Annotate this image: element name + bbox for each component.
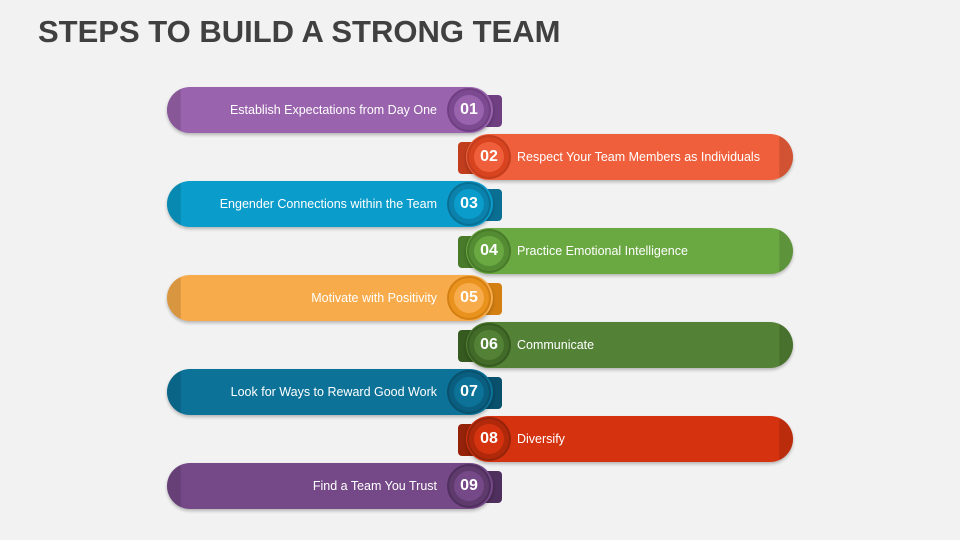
step-number: 05 [454, 283, 484, 313]
step-pill: Find a Team You Trust [167, 463, 493, 509]
step-pill: Establish Expectations from Day One [167, 87, 493, 133]
step-label: Find a Team You Trust [312, 479, 437, 493]
step-09: Find a Team You Trust 09 [167, 463, 502, 509]
step-06: Communicate 06 [458, 322, 793, 368]
step-number-badge: 05 [449, 278, 489, 318]
step-label: Establish Expectations from Day One [229, 103, 437, 117]
step-label: Diversify [517, 432, 565, 446]
step-pill: Motivate with Positivity [167, 275, 493, 321]
step-number-badge: 06 [469, 325, 509, 365]
step-label: Respect Your Team Members as Individuals [517, 150, 760, 164]
step-number: 02 [474, 142, 504, 172]
step-number-badge: 09 [449, 466, 489, 506]
step-number: 04 [474, 236, 504, 266]
step-label: Communicate [517, 338, 595, 352]
step-number: 07 [454, 377, 484, 407]
step-label: Practice Emotional Intelligence [517, 244, 688, 258]
step-number-badge: 07 [449, 372, 489, 412]
step-number: 08 [474, 424, 504, 454]
step-number-badge: 04 [469, 231, 509, 271]
step-07: Look for Ways to Reward Good Work 07 [167, 369, 502, 415]
step-number-badge: 03 [449, 184, 489, 224]
step-number-badge: 01 [449, 90, 489, 130]
step-pill: Practice Emotional Intelligence [466, 228, 793, 274]
step-number-badge: 08 [469, 419, 509, 459]
step-pill: Look for Ways to Reward Good Work [167, 369, 493, 415]
step-04: Practice Emotional Intelligence 04 [458, 228, 793, 274]
step-pill: Diversify [466, 416, 793, 462]
step-01: Establish Expectations from Day One 01 [167, 87, 502, 133]
step-02: Respect Your Team Members as Individuals… [458, 134, 793, 180]
step-label: Engender Connections within the Team [219, 197, 437, 211]
step-number-badge: 02 [469, 137, 509, 177]
step-05: Motivate with Positivity 05 [167, 275, 502, 321]
step-number: 09 [454, 471, 484, 501]
page-title: STEPS TO BUILD A STRONG TEAM [38, 14, 561, 49]
step-03: Engender Connections within the Team 03 [167, 181, 502, 227]
step-number: 03 [454, 189, 484, 219]
step-label: Look for Ways to Reward Good Work [230, 385, 437, 399]
step-number: 06 [474, 330, 504, 360]
step-pill: Respect Your Team Members as Individuals [466, 134, 793, 180]
step-pill: Engender Connections within the Team [167, 181, 493, 227]
step-pill: Communicate [466, 322, 793, 368]
step-number: 01 [454, 95, 484, 125]
step-08: Diversify 08 [458, 416, 793, 462]
step-label: Motivate with Positivity [311, 291, 437, 305]
